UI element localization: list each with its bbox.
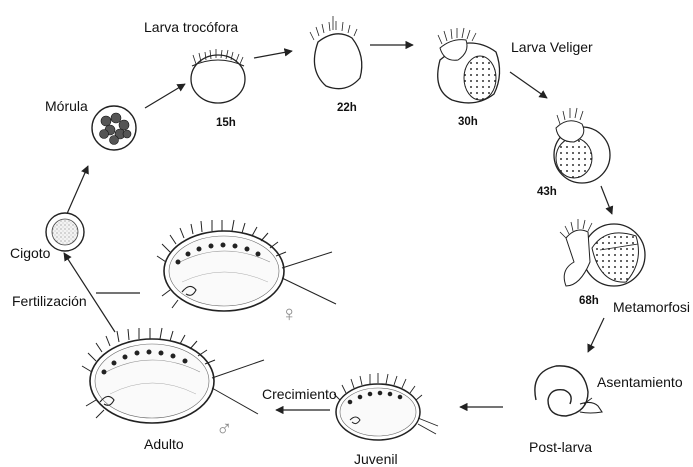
postlarva-drawing	[535, 366, 602, 416]
trocofora-15h-drawing	[191, 49, 245, 103]
adulto-hembra-drawing	[157, 220, 336, 311]
veliger-43h-drawing	[554, 108, 610, 183]
label-adulto: Adulto	[144, 437, 184, 451]
adulto-macho-drawing	[82, 328, 264, 423]
morula-drawing	[92, 106, 136, 150]
label-juvenil: Juvenil	[354, 452, 398, 466]
arrow-30h-43h	[510, 72, 547, 98]
arrow-morula-trocofora	[145, 84, 185, 108]
time-30h: 30h	[458, 117, 478, 129]
label-asentamiento: Asentamiento	[597, 375, 683, 389]
trocofora-22h-drawing	[310, 16, 362, 89]
metamorfosis-68h-drawing	[560, 219, 645, 286]
male-symbol: ♂	[216, 418, 233, 440]
time-15h: 15h	[216, 118, 236, 130]
cigoto-drawing	[46, 213, 84, 251]
label-metamorfosis: Metamorfosi	[613, 300, 690, 314]
arrow-43h-68h	[601, 186, 612, 214]
label-cigoto: Cigoto	[10, 246, 50, 260]
label-fertilizacion: Fertilización	[12, 294, 87, 308]
label-crecimiento: Crecimiento	[262, 387, 337, 401]
time-22h: 22h	[337, 103, 357, 115]
juvenil-drawing	[334, 373, 438, 440]
time-68h: 68h	[579, 296, 599, 308]
arrow-cigoto-morula	[66, 166, 88, 216]
arrow-15h-22h	[254, 51, 292, 58]
female-symbol: ♀	[281, 303, 298, 325]
label-larva-veliger: Larva Veliger	[511, 40, 593, 54]
label-larva-trocofora: Larva trocófora	[144, 20, 238, 34]
veliger-30h-drawing	[438, 28, 500, 103]
time-43h: 43h	[537, 187, 557, 199]
arrow-metamorfosis-postlarva	[588, 318, 604, 352]
label-morula: Mórula	[45, 99, 88, 113]
label-post-larva: Post-larva	[529, 440, 592, 454]
